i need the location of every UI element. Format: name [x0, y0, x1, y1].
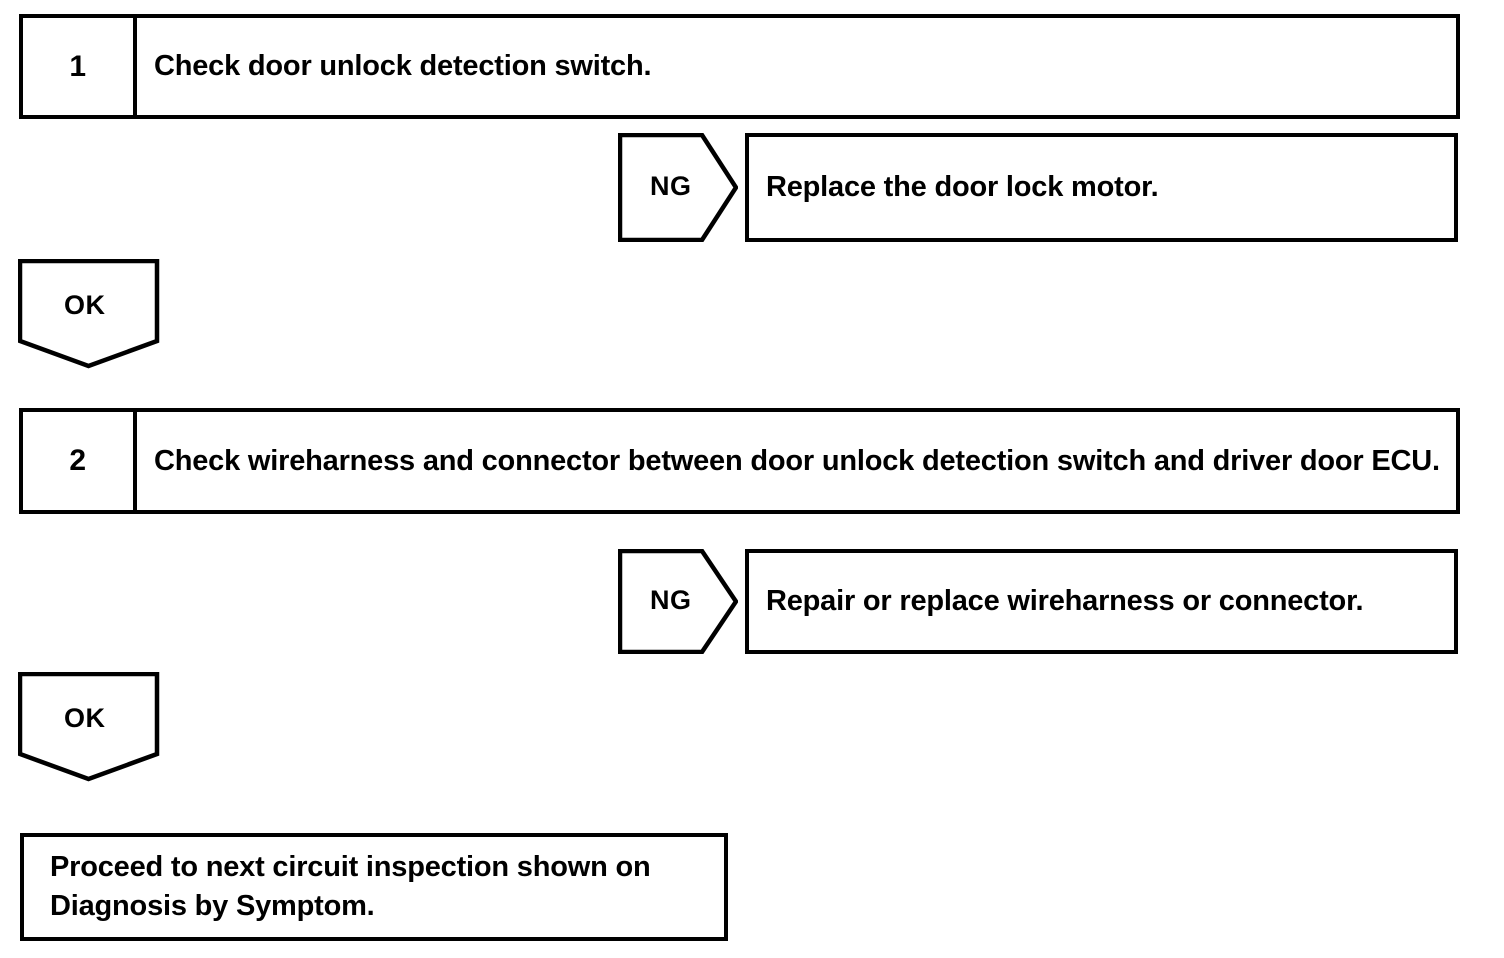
step-2-ng-label: NG	[650, 585, 692, 615]
step-2-ng-action-box[interactable]: Repair or replace wireharness or connect…	[745, 549, 1458, 654]
step-1-box[interactable]: 1 Check door unlock detection switch.	[19, 14, 1460, 119]
proceed-text: Proceed to next circuit inspection shown…	[50, 850, 651, 922]
step-2-ng-tag: NG	[618, 549, 738, 654]
ng-pentagon-icon	[618, 549, 738, 654]
step-1-number: 1	[23, 18, 137, 115]
step-1-ng-label: NG	[650, 171, 692, 201]
step-1-ng-action-text: Replace the door lock motor.	[766, 171, 1159, 204]
step-2-ok-label: OK	[64, 703, 106, 733]
step-1-instruction: Check door unlock detection switch.	[154, 50, 652, 83]
step-2-ok-tag: OK	[18, 672, 160, 782]
step-2-box[interactable]: 2 Check wireharness and connector betwee…	[19, 408, 1460, 514]
ok-pentagon-icon	[18, 259, 160, 369]
step-2-number: 2	[23, 412, 137, 510]
step-2-instruction: Check wireharness and connector between …	[154, 444, 1440, 477]
step-1-ok-tag: OK	[18, 259, 160, 369]
step-2-ng-action-text: Repair or replace wireharness or connect…	[766, 585, 1364, 618]
ok-pentagon-icon	[18, 672, 160, 782]
ng-pentagon-icon	[618, 133, 738, 242]
proceed-box[interactable]: Proceed to next circuit inspection shown…	[20, 833, 728, 941]
step-1-ok-label: OK	[64, 290, 106, 320]
step-1-ng-action-box[interactable]: Replace the door lock motor.	[745, 133, 1458, 242]
step-1-ng-tag: NG	[618, 133, 738, 242]
